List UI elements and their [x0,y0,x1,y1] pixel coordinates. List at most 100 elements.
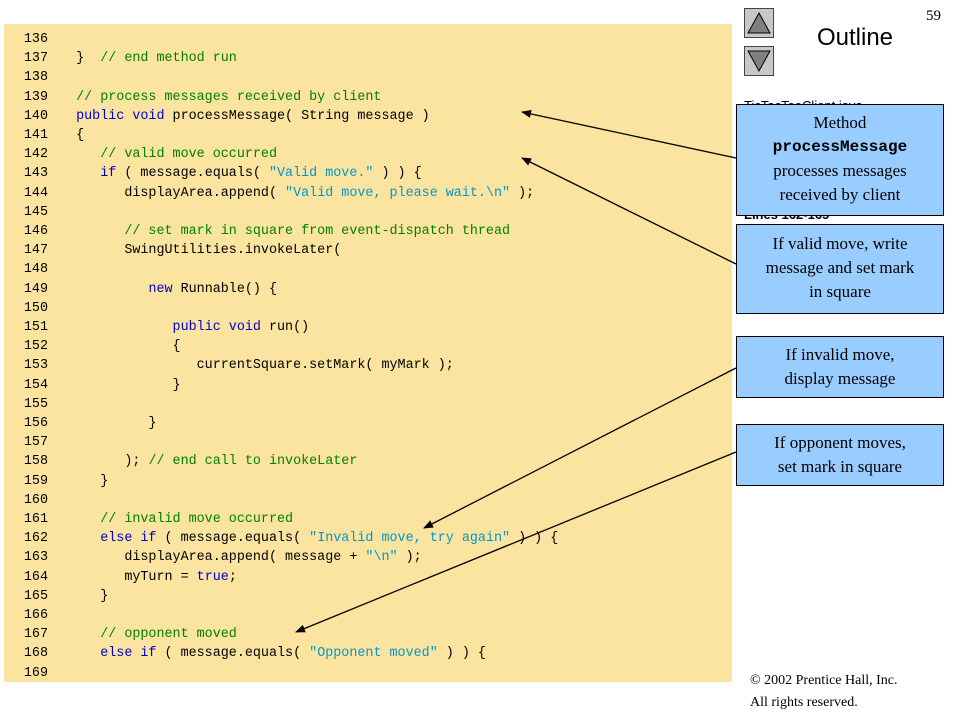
code-line: 148 [4,260,732,279]
next-slide-button[interactable] [744,46,774,76]
line-number: 154 [23,377,48,393]
line-number: 161 [23,512,48,527]
line-number: 169 [23,665,48,681]
line-number: 146 [23,224,48,239]
code-line: 139 // process messages received by clie… [4,88,732,107]
arrow-to-opponent-moved [295,451,737,633]
code-line: 145 [4,203,732,222]
callout-text: processes messages [773,161,907,180]
line-number: 144 [23,185,48,201]
code-string: "Invalid move, try again" [309,531,511,547]
line-number: 145 [23,204,48,220]
code-line: 150 [4,299,732,318]
code-token: currentSquare.setMark( myMark ); [52,358,454,374]
code-token: myTurn = [52,569,197,585]
code-line: 147 SwingUtilities.invokeLater( [4,241,732,260]
line-number: 147 [23,243,48,259]
code-token: ; [228,569,237,585]
line-number: 143 [23,166,48,182]
code-line: 155 [4,395,732,414]
line-number: 148 [23,262,48,278]
code-comment: // opponent moved [100,627,237,643]
line-number: 136 [23,32,48,47]
triangle-down-icon [747,50,771,73]
code-line: 165 } [4,587,732,606]
line-number: 168 [23,646,48,662]
line-number: 165 [23,588,48,604]
code-line: 146 // set mark in square from event-dis… [4,222,732,241]
code-line: 160 [4,491,732,510]
triangle-up-icon [747,11,771,34]
rights-text: All rights reserved. [750,695,858,710]
code-token: } [52,51,101,67]
callout-text: If opponent moves, [774,433,906,452]
arrow-to-invalid-move [423,367,737,529]
previous-slide-button[interactable] [744,8,774,38]
code-text: } [48,376,181,395]
code-line: 169 [4,664,732,683]
code-text: } [48,587,108,606]
code-token: ); [397,550,422,566]
callout-invalid-move: If invalid move, display message [736,336,944,398]
code-line: 151 public void run() [4,318,732,337]
line-number: 138 [23,70,48,86]
line-number: 166 [23,608,48,623]
code-string: "\n" [365,550,398,566]
code-comment: // set mark in square from event-dispatc… [124,224,511,239]
code-string: "Valid move, please wait.\n" [285,185,511,201]
code-text: } // end method run [48,49,237,68]
code-keyword: new [148,281,173,297]
code-comment: // invalid move occurred [100,512,294,527]
code-keyword: else if [100,646,157,662]
code-token: ( message.equals( [116,166,269,182]
code-line: 154 } [4,376,732,395]
code-keyword: else if [100,531,157,547]
line-number: 152 [23,339,48,355]
code-line: 152 { [4,337,732,356]
code-token: SwingUtilities.invokeLater( [52,243,342,259]
code-comment: // end call to invokeLater [148,454,358,470]
code-token: displayArea.append( message + [52,550,366,566]
line-number: 153 [23,358,48,374]
callout-text: If invalid move, [785,345,895,364]
code-text: { [48,337,181,356]
callout-text: set mark in square [777,457,903,476]
callout-text: received by client [779,185,901,204]
code-line: 153 currentSquare.setMark( myMark ); [4,356,732,375]
lines-label: Lines 162-165 [744,212,830,222]
code-text: } [48,414,156,433]
code-token: } [52,416,157,431]
code-text: myTurn = true; [48,568,237,587]
code-line: 138 [4,68,732,87]
code-line: 162 else if ( message.equals( "Invalid m… [4,529,732,548]
code-token: } [52,377,181,393]
line-number: 155 [23,396,48,412]
line-number: 140 [23,108,48,124]
code-token: ) ) { [373,166,422,182]
code-string: "Valid move." [268,166,374,182]
code-text: SwingUtilities.invokeLater( [48,241,341,260]
code-line: 158 ); // end call to invokeLater [4,452,732,471]
code-line: 163 displayArea.append( message + "\n" )… [4,548,732,567]
code-keyword: true [196,569,229,585]
code-line: 142 // valid move occurred [4,145,732,164]
code-token: ); [510,185,535,201]
line-number: 163 [23,550,48,566]
line-number: 137 [23,51,48,67]
code-text: new Runnable() { [48,280,277,299]
code-text: public void processMessage( String messa… [48,107,430,126]
line-number: 159 [23,473,48,489]
code-token: ) ) { [510,531,559,547]
code-token: } [52,588,109,604]
line-number: 142 [23,147,48,163]
code-text: public void run() [48,318,310,337]
code-token: displayArea.append( [52,185,286,201]
code-token: ( message.equals( [156,531,310,547]
code-text: } [48,472,108,491]
code-text: { [48,126,84,145]
code-token: { [52,339,181,355]
callout-text: Method [813,113,867,132]
line-number: 149 [23,281,48,297]
